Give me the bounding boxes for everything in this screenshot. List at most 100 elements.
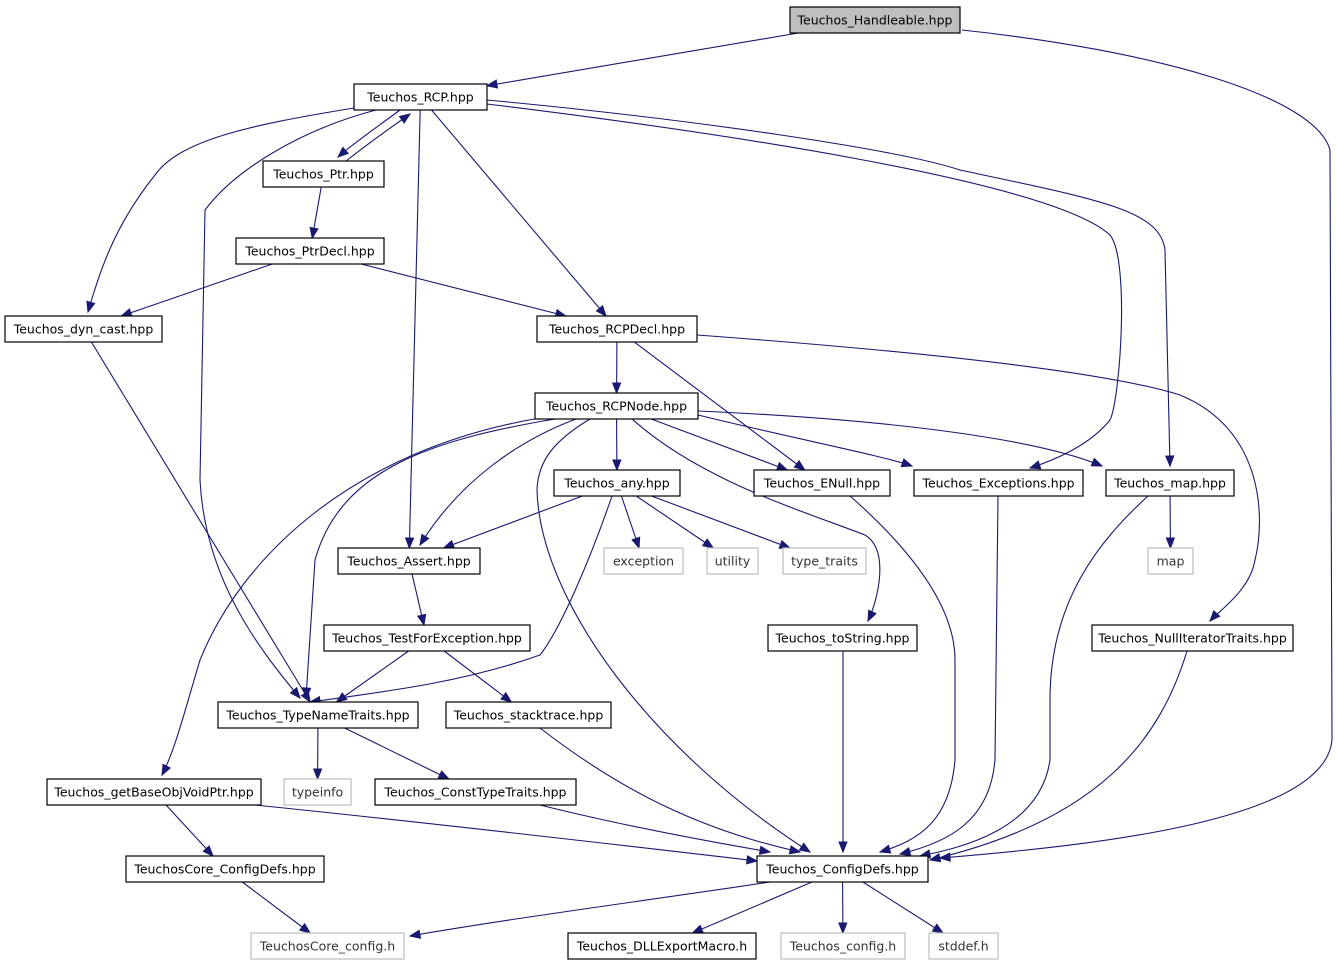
edge-arrowhead: [788, 845, 802, 855]
edge-line: [161, 417, 541, 776]
edge-testforexc-to-typename: [335, 650, 409, 703]
edge-line: [939, 29, 1333, 859]
node-map[interactable]: Teuchos_map.hpp: [1105, 469, 1235, 497]
edge-arrowhead: [398, 113, 412, 124]
edge-configdefs-to-stddef: [862, 881, 945, 934]
edge-rcpnode-to-exceptions: [697, 414, 914, 468]
node-label: Teuchos_ENull.hpp: [763, 476, 880, 491]
node-box: [1147, 547, 1194, 575]
edge-arrowhead: [437, 770, 451, 780]
edge-any-to-exception: [620, 495, 641, 550]
edge-line: [849, 495, 956, 853]
node-box: [125, 855, 325, 883]
edge-arrowhead: [838, 841, 848, 854]
edge-arrowhead: [900, 458, 914, 468]
edge-arrowhead: [1209, 610, 1221, 622]
node-dllexport[interactable]: Teuchos_DLLExportMacro.h: [567, 932, 757, 960]
node-label: TeuchosCore_ConfigDefs.hpp: [133, 862, 315, 877]
node-stddef: stddef.h: [928, 932, 999, 960]
edge-arrowhead: [416, 613, 427, 627]
node-enull[interactable]: Teuchos_ENull.hpp: [753, 469, 891, 497]
node-label: Teuchos_PtrDecl.hpp: [244, 244, 374, 259]
node-box: [706, 547, 759, 575]
node-typename[interactable]: Teuchos_TypeNameTraits.hpp: [217, 701, 419, 729]
edge-arrowhead: [878, 844, 892, 854]
edge-line: [443, 650, 512, 703]
edge-arrowhead: [793, 459, 806, 471]
edge-arrowhead: [611, 382, 622, 395]
edge-map-to-stdmap: [1165, 495, 1176, 550]
node-box: [782, 547, 867, 575]
node-testforexc[interactable]: Teuchos_TestForException.hpp: [323, 624, 531, 652]
edge-ptr-to-ptrdecl: [309, 186, 322, 240]
node-rcpnode[interactable]: Teuchos_RCPNode.hpp: [534, 392, 699, 420]
edge-line: [633, 341, 806, 471]
edge-rcpnode-to-map: [697, 410, 1104, 467]
edge-line: [486, 99, 1171, 467]
edge-consttype-to-configdefs: [539, 804, 772, 855]
node-box: [374, 778, 577, 806]
node-exceptions[interactable]: Teuchos_Exceptions.hpp: [913, 469, 1084, 497]
node-handleable[interactable]: Teuchos_Handleable.hpp: [789, 6, 961, 34]
node-coreconfigdefs[interactable]: TeuchosCore_ConfigDefs.hpp: [125, 855, 325, 883]
edge-dyncast-to-typename: [90, 341, 311, 704]
edge-line: [199, 109, 377, 699]
node-box: [553, 469, 681, 497]
node-label: map: [1157, 554, 1185, 569]
node-box: [756, 855, 929, 883]
edge-arrowhead: [1090, 457, 1104, 467]
node-label: Teuchos_getBaseObjVoidPtr.hpp: [53, 785, 253, 800]
node-label: Teuchos_map.hpp: [1113, 476, 1226, 491]
node-box: [250, 932, 405, 960]
edge-arrowhead: [746, 855, 759, 865]
edge-rcpnode-to-configdefs: [536, 418, 812, 853]
node-assert[interactable]: Teuchos_Assert.hpp: [337, 547, 481, 575]
node-stdmap: map: [1147, 547, 1194, 575]
node-label: Teuchos_NullIteratorTraits.hpp: [1097, 631, 1287, 646]
node-typeinfo: typeinfo: [283, 778, 352, 806]
edge-arrowhead: [119, 308, 133, 318]
edge-enull-to-configdefs: [849, 495, 956, 854]
node-getbase[interactable]: Teuchos_getBaseObjVoidPtr.hpp: [46, 778, 262, 806]
edge-line: [862, 881, 944, 934]
node-label: Teuchos_Exceptions.hpp: [921, 476, 1074, 491]
node-any[interactable]: Teuchos_any.hpp: [553, 469, 681, 497]
node-utility: utility: [706, 547, 759, 575]
edge-ptrdecl-to-dyncast: [119, 263, 273, 318]
edge-configdefs-to-dllexport: [691, 881, 813, 934]
edge-line: [486, 32, 799, 87]
edge-arrowhead: [691, 924, 704, 934]
edge-testforexc-to-stacktrace: [443, 650, 513, 703]
node-rcpdecl[interactable]: Teuchos_RCPDecl.hpp: [536, 315, 698, 343]
node-stacktrace[interactable]: Teuchos_stacktrace.hpp: [445, 701, 612, 729]
edge-arrowhead: [775, 461, 789, 471]
edge-arrowhead: [928, 852, 942, 863]
node-dyncast[interactable]: Teuchos_dyn_cast.hpp: [4, 315, 163, 343]
node-rcp[interactable]: Teuchos_RCP.hpp: [353, 83, 488, 111]
edge-rcpnode-to-typename: [301, 418, 556, 700]
edge-line: [336, 650, 409, 703]
edge-typename-to-consttype: [344, 727, 451, 780]
edge-line: [241, 881, 311, 934]
edge-line: [635, 495, 714, 549]
node-tostring[interactable]: Teuchos_toString.hpp: [767, 624, 918, 652]
edge-line: [929, 650, 1188, 861]
node-configdefs[interactable]: Teuchos_ConfigDefs.hpp: [756, 855, 929, 883]
edge-arrowhead: [419, 533, 430, 547]
edge-rcpnode-to-enull: [651, 418, 789, 471]
edge-arrowhead: [758, 845, 772, 855]
node-label: Teuchos_RCPNode.hpp: [545, 399, 687, 414]
edge-nulliter-to-configdefs: [928, 650, 1188, 863]
node-box: [353, 83, 488, 111]
node-ptrdecl[interactable]: Teuchos_PtrDecl.hpp: [235, 237, 385, 265]
node-nulliter[interactable]: Teuchos_NullIteratorTraits.hpp: [1091, 624, 1294, 652]
edge-arrowhead: [202, 845, 214, 857]
node-consttype[interactable]: Teuchos_ConstTypeTraits.hpp: [374, 778, 577, 806]
edge-rcpnode-to-getbase: [161, 417, 541, 777]
node-ptr[interactable]: Teuchos_Ptr.hpp: [262, 160, 385, 188]
node-box: [753, 469, 891, 497]
edge-coreconfigdefs-to-coreconfig: [241, 881, 312, 934]
node-label: utility: [715, 554, 751, 569]
edge-exceptions-to-configdefs: [898, 495, 999, 857]
edge-stacktrace-to-configdefs: [539, 727, 802, 855]
